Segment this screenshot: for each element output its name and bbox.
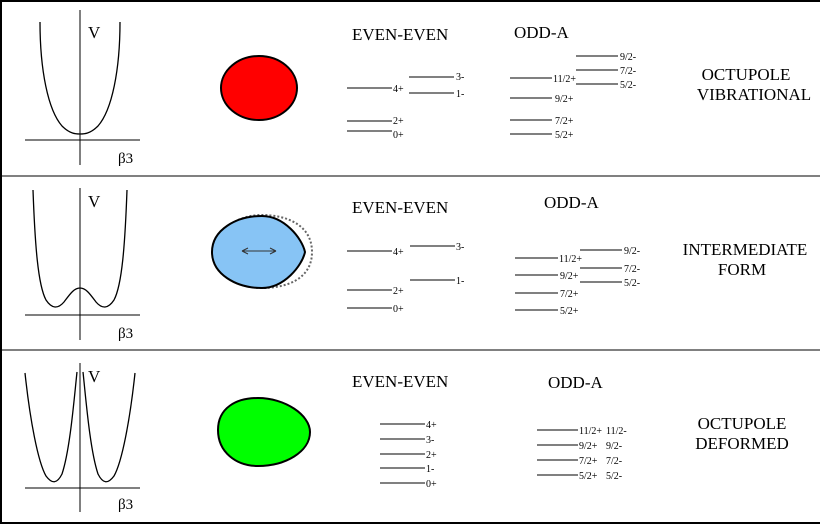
level-label: 0+	[393, 304, 404, 315]
even-even-levels: 4+ 2+ 0+ 3- 1-	[347, 242, 464, 315]
level-label: 3-	[456, 72, 464, 83]
potential-beta3-label: β3	[118, 151, 133, 167]
level-label: 7/2+	[579, 456, 598, 467]
nucleus-shape-pear	[216, 396, 312, 468]
potential-v-label: V	[88, 367, 101, 386]
level-label: 5/2+	[555, 130, 574, 141]
level-label: 3-	[426, 435, 434, 446]
level-label: 5/2-	[606, 471, 622, 482]
level-label: 1-	[456, 89, 464, 100]
potential-v-label: V	[88, 23, 101, 42]
level-label: 9/2-	[606, 441, 622, 452]
row-title-line1: OCTUPOLE	[702, 65, 791, 84]
odd-a-levels: 11/2+ 9/2+ 7/2+ 5/2+ 9/2- 7/2- 5/2-	[510, 52, 636, 141]
row-intermediate-form: V β3 EVEN-EVEN 4+ 2+ 0+ 3- 1- ODD-A 11/2…	[25, 188, 807, 342]
even-even-levels: 4+ 3- 2+ 1- 0+	[380, 420, 437, 490]
even-even-header: EVEN-EVEN	[352, 372, 448, 391]
odd-a-header: ODD-A	[544, 193, 599, 212]
level-label: 9/2+	[555, 94, 574, 105]
row-title-line2: VIBRATIONAL	[697, 85, 811, 104]
level-label: 0+	[426, 479, 437, 490]
level-label: 5/2+	[579, 471, 598, 482]
potential-curve	[32, 189, 128, 308]
potential-curve-left	[24, 371, 78, 483]
level-label: 7/2-	[606, 456, 622, 467]
arrowheads	[241, 247, 277, 255]
odd-a-levels: 11/2+ 11/2- 9/2+ 9/2- 7/2+ 7/2- 5/2+ 5/2…	[537, 426, 627, 482]
level-label: 2+	[393, 116, 404, 127]
level-label: 2+	[393, 286, 404, 297]
level-label: 3-	[456, 242, 464, 253]
level-label: 11/2+	[553, 74, 576, 85]
level-label: 7/2+	[560, 289, 579, 300]
level-label: 2+	[426, 450, 437, 461]
level-label: 7/2+	[555, 116, 574, 127]
row-octupole-vibrational: V β3 EVEN-EVEN 4+ 2+ 0+ 3- 1- ODD-A 11/2…	[25, 10, 811, 167]
potential-beta3-label: β3	[118, 326, 133, 342]
potential-curve-right	[82, 371, 136, 483]
level-label: 1-	[426, 464, 434, 475]
nucleus-shape-spherical	[220, 55, 298, 121]
level-label: 1-	[456, 276, 464, 287]
odd-a-header: ODD-A	[548, 373, 603, 392]
level-label: 0+	[393, 130, 404, 141]
even-even-header: EVEN-EVEN	[352, 198, 448, 217]
level-label: 5/2-	[620, 80, 636, 91]
level-label: 4+	[426, 420, 437, 431]
even-even-header: EVEN-EVEN	[352, 25, 448, 44]
potential-plot: V β3	[25, 10, 140, 167]
level-label: 11/2+	[579, 426, 602, 437]
level-label: 5/2-	[624, 278, 640, 289]
level-label: 4+	[393, 247, 404, 258]
potential-beta3-label: β3	[118, 497, 133, 513]
row-title-line1: INTERMEDIATE	[683, 240, 808, 259]
level-label: 9/2-	[624, 246, 640, 257]
potential-curve	[39, 21, 121, 135]
potential-plot: V β3	[24, 363, 140, 513]
nucleus-shape-intermediate	[210, 214, 307, 290]
level-label: 11/2-	[606, 426, 627, 437]
even-even-levels: 4+ 2+ 0+ 3- 1-	[347, 72, 464, 141]
level-label: 11/2+	[559, 254, 582, 265]
row-title-line2: DEFORMED	[695, 434, 789, 453]
row-octupole-deformed: V β3 EVEN-EVEN 4+ 3- 2+ 1- 0+ ODD-A 11/2…	[24, 363, 789, 513]
odd-a-header: ODD-A	[514, 23, 569, 42]
level-label: 7/2-	[620, 66, 636, 77]
level-label: 9/2+	[579, 441, 598, 452]
potential-v-label: V	[88, 192, 101, 211]
level-label: 4+	[393, 84, 404, 95]
row-title-line1: OCTUPOLE	[698, 414, 787, 433]
level-label: 9/2+	[560, 271, 579, 282]
odd-a-levels: 11/2+ 9/2+ 7/2+ 5/2+ 9/2- 7/2- 5/2-	[515, 246, 640, 317]
level-label: 9/2-	[620, 52, 636, 63]
potential-plot: V β3	[25, 188, 140, 342]
row-title-line2: FORM	[718, 260, 766, 279]
level-label: 5/2+	[560, 306, 579, 317]
level-label: 7/2-	[624, 264, 640, 275]
